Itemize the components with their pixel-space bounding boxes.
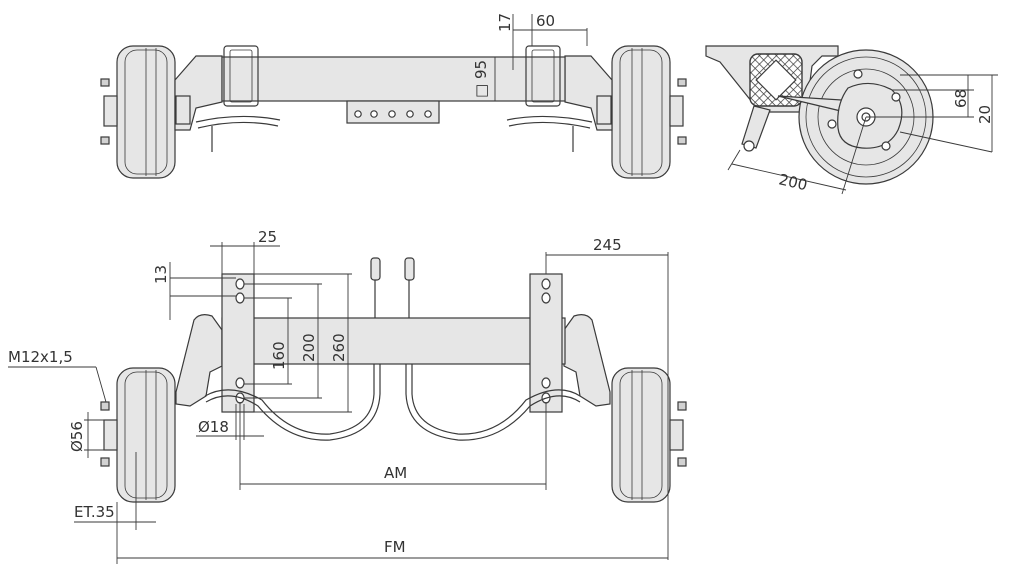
top-right-bolts	[677, 78, 687, 145]
dia-18-label: Ø18	[198, 418, 229, 436]
top-right-cable	[506, 115, 593, 123]
front-right-drum	[611, 367, 687, 503]
side-view: 68 20 200	[705, 45, 998, 194]
thread-label: M12x1,5	[8, 348, 73, 366]
dim-side-200-label: 200	[777, 170, 809, 194]
front-left-drum	[100, 367, 176, 503]
top-dimensions: 17 60 □ 95	[472, 12, 588, 102]
front-left-bracket	[221, 273, 255, 413]
top-left-drum	[100, 45, 176, 179]
et-label: ET.35	[74, 503, 115, 521]
dim-square-95-label: □ 95	[472, 60, 490, 98]
top-right-drum	[611, 45, 687, 179]
front-dimensions: 25 245 13 160 200 260	[8, 228, 669, 564]
top-left-u-bolt	[223, 45, 259, 107]
top-view: 17 60 □ 95	[100, 12, 687, 179]
front-left-arm	[175, 314, 223, 407]
top-mounting-plate	[346, 100, 440, 124]
dim-68-label: 68	[952, 89, 970, 108]
dim-17-label: 17	[496, 13, 514, 32]
front-brake-cables	[204, 364, 581, 441]
dim-245-label: 245	[593, 236, 622, 254]
dim-260-label: 260	[330, 333, 348, 362]
dim-25-label: 25	[258, 228, 277, 246]
dim-13-label: 13	[152, 265, 170, 284]
dim-20-label: 20	[976, 105, 994, 124]
front-cable-ends	[370, 257, 415, 318]
side-shock-lever	[741, 105, 771, 149]
side-dimensions: 68 20 200	[727, 74, 998, 194]
dim-60-label: 60	[536, 12, 555, 30]
am-label: AM	[384, 464, 407, 482]
fm-label: FM	[384, 538, 406, 556]
dim-160-label: 160	[270, 341, 288, 370]
front-right-bracket	[529, 273, 563, 413]
dia-56-label: Ø56	[68, 421, 86, 452]
side-square-tube	[749, 53, 803, 107]
front-view: 25 245 13 160 200 260	[8, 228, 687, 564]
top-axle-beam	[221, 56, 566, 102]
front-right-arm	[563, 314, 611, 407]
top-left-bolts	[100, 78, 110, 145]
dim-200-label: 200	[300, 333, 318, 362]
front-axle-beam	[221, 317, 566, 365]
top-left-cable	[195, 115, 281, 123]
top-right-u-bolt	[525, 45, 561, 107]
